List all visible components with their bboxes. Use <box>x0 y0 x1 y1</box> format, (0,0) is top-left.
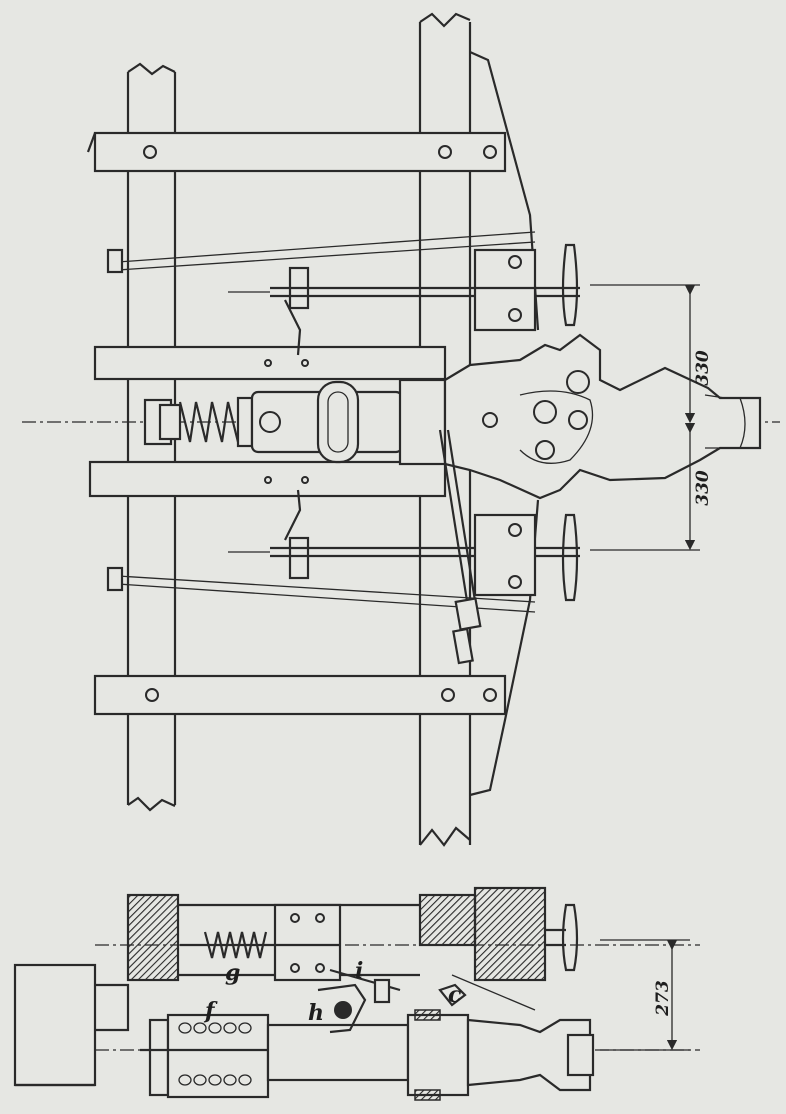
draft-rails <box>88 345 447 498</box>
coupler-head <box>443 333 762 500</box>
label-h: h <box>308 1000 324 1026</box>
bottom-cross-strap <box>93 674 507 716</box>
upper-plan-view: 330 330 <box>22 12 780 847</box>
hatched-block-right <box>473 886 547 982</box>
top-cross-strap <box>86 131 507 173</box>
drawbar-pipe <box>13 963 130 1087</box>
buffer-blocks <box>473 243 579 602</box>
upper-dimensions: 330 330 <box>590 284 713 551</box>
label-g: g <box>225 960 240 986</box>
label-f: f <box>203 998 218 1024</box>
dimension-273: 273 <box>653 980 673 1017</box>
label-c: c <box>448 982 462 1008</box>
lower-section-view: c f g h i 273 <box>13 886 700 1101</box>
pivot-h <box>334 1001 352 1019</box>
release-lever <box>438 429 482 665</box>
spring-g <box>180 931 340 959</box>
hatched-block-left <box>126 893 180 982</box>
dimension-330-bottom: 330 <box>693 470 713 506</box>
lower-dimension: 273 <box>600 939 690 1051</box>
dimension-330-top: 330 <box>693 350 713 386</box>
coupler-shank <box>266 1009 595 1101</box>
label-i: i <box>355 958 363 984</box>
yoke <box>250 378 447 466</box>
draft-spring <box>143 396 254 448</box>
spring-f <box>140 1013 290 1099</box>
